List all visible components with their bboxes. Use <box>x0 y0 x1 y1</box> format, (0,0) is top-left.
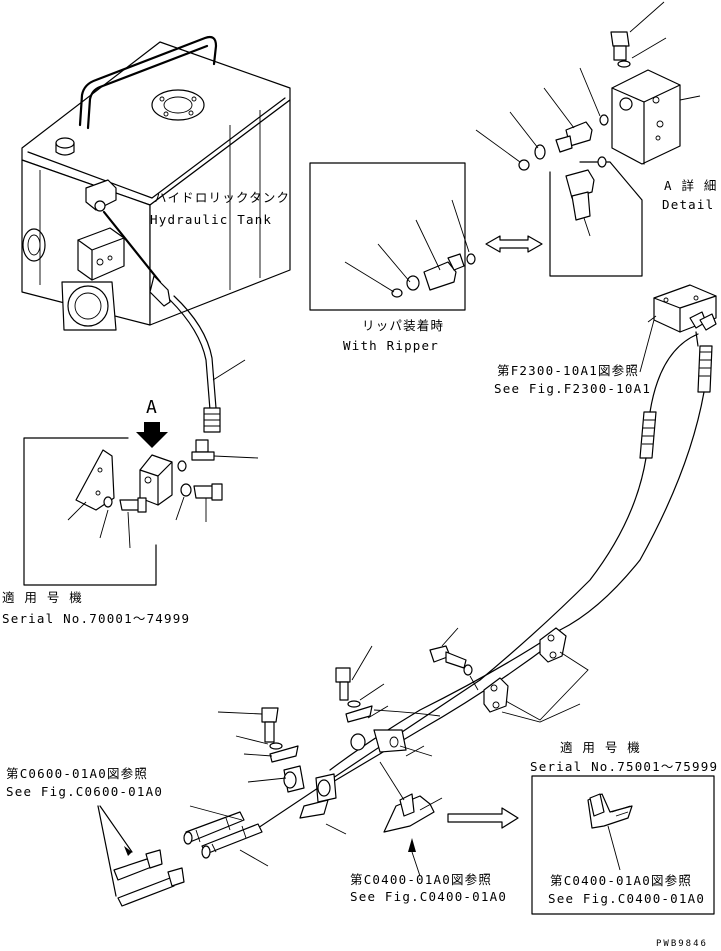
arrow-icon <box>124 846 132 856</box>
serial-b-box: 第C0400-01A0図参照 See Fig.C0400-01A0 <box>531 775 715 915</box>
ref-c0400-jp: 第C0400-01A0図参照 <box>350 872 492 887</box>
serial-a-label-jp: 適 用 号 機 <box>2 590 83 605</box>
arrow-up-icon <box>408 838 416 852</box>
detail-a-box: A 詳 細 Detail A <box>475 1 721 277</box>
double-arrow-icon <box>485 235 543 253</box>
ref-f2300-jp: 第F2300-10A1図参照 <box>497 363 639 378</box>
ripper-box: リッパ装着時 With Ripper <box>309 162 476 353</box>
serial-a-value: Serial No.70001～74999 <box>2 611 190 626</box>
ref-f2300-label: 第F2300-10A1図参照 See Fig.F2300-10A1 <box>494 319 655 396</box>
ripper-label-en: With Ripper <box>343 338 439 353</box>
hydraulic-tank <box>21 35 291 331</box>
ref-c0600-en: See Fig.C0600-01A0 <box>6 784 163 799</box>
line-clamps <box>429 627 589 723</box>
serial-a-box <box>23 437 259 586</box>
tank-label: ハイドロリックタンク Hydraulic Tank <box>150 190 290 227</box>
ref-c0400-en: See Fig.C0400-01A0 <box>350 889 507 904</box>
arrow-down-icon <box>136 422 168 448</box>
valve-block-right <box>647 284 717 333</box>
detail-label-en: Detail A <box>662 197 721 212</box>
detail-label-jp: A 詳 細 <box>664 178 718 193</box>
tank-label-jp: ハイドロリックタンク <box>154 190 290 205</box>
bottom-hoses <box>97 805 269 907</box>
serial-a-label: 適 用 号 機 Serial No.70001～74999 <box>2 590 190 626</box>
ref-c0600-label: 第C0600-01A0図参照 See Fig.C0600-01A0 <box>6 766 163 799</box>
tank-label-en: Hydraulic Tank <box>150 212 272 227</box>
ref-f2300-en: See Fig.F2300-10A1 <box>494 381 651 396</box>
serial-b-label-jp: 適 用 号 機 <box>560 740 641 755</box>
view-a-marker: A <box>136 397 168 448</box>
lower-clamp-assembly <box>217 645 443 877</box>
ref-c0400b-jp: 第C0400-01A0図参照 <box>550 873 692 888</box>
drawing-code: PWB9846 <box>656 939 708 949</box>
ref-c0600-jp: 第C0600-01A0図参照 <box>6 766 148 781</box>
right-arrow-icon <box>447 807 519 829</box>
serial-b-value: Serial No.75001～75999 <box>530 759 718 774</box>
ripper-label-jp: リッパ装着時 <box>362 318 444 333</box>
view-a-letter: A <box>146 397 158 418</box>
ref-c0400-label: 第C0400-01A0図参照 See Fig.C0400-01A0 <box>350 872 507 904</box>
serial-b-label: 適 用 号 機 Serial No.75001～75999 <box>530 740 718 774</box>
ref-c0400b-en: See Fig.C0400-01A0 <box>548 891 705 906</box>
tank-hose <box>102 210 246 433</box>
